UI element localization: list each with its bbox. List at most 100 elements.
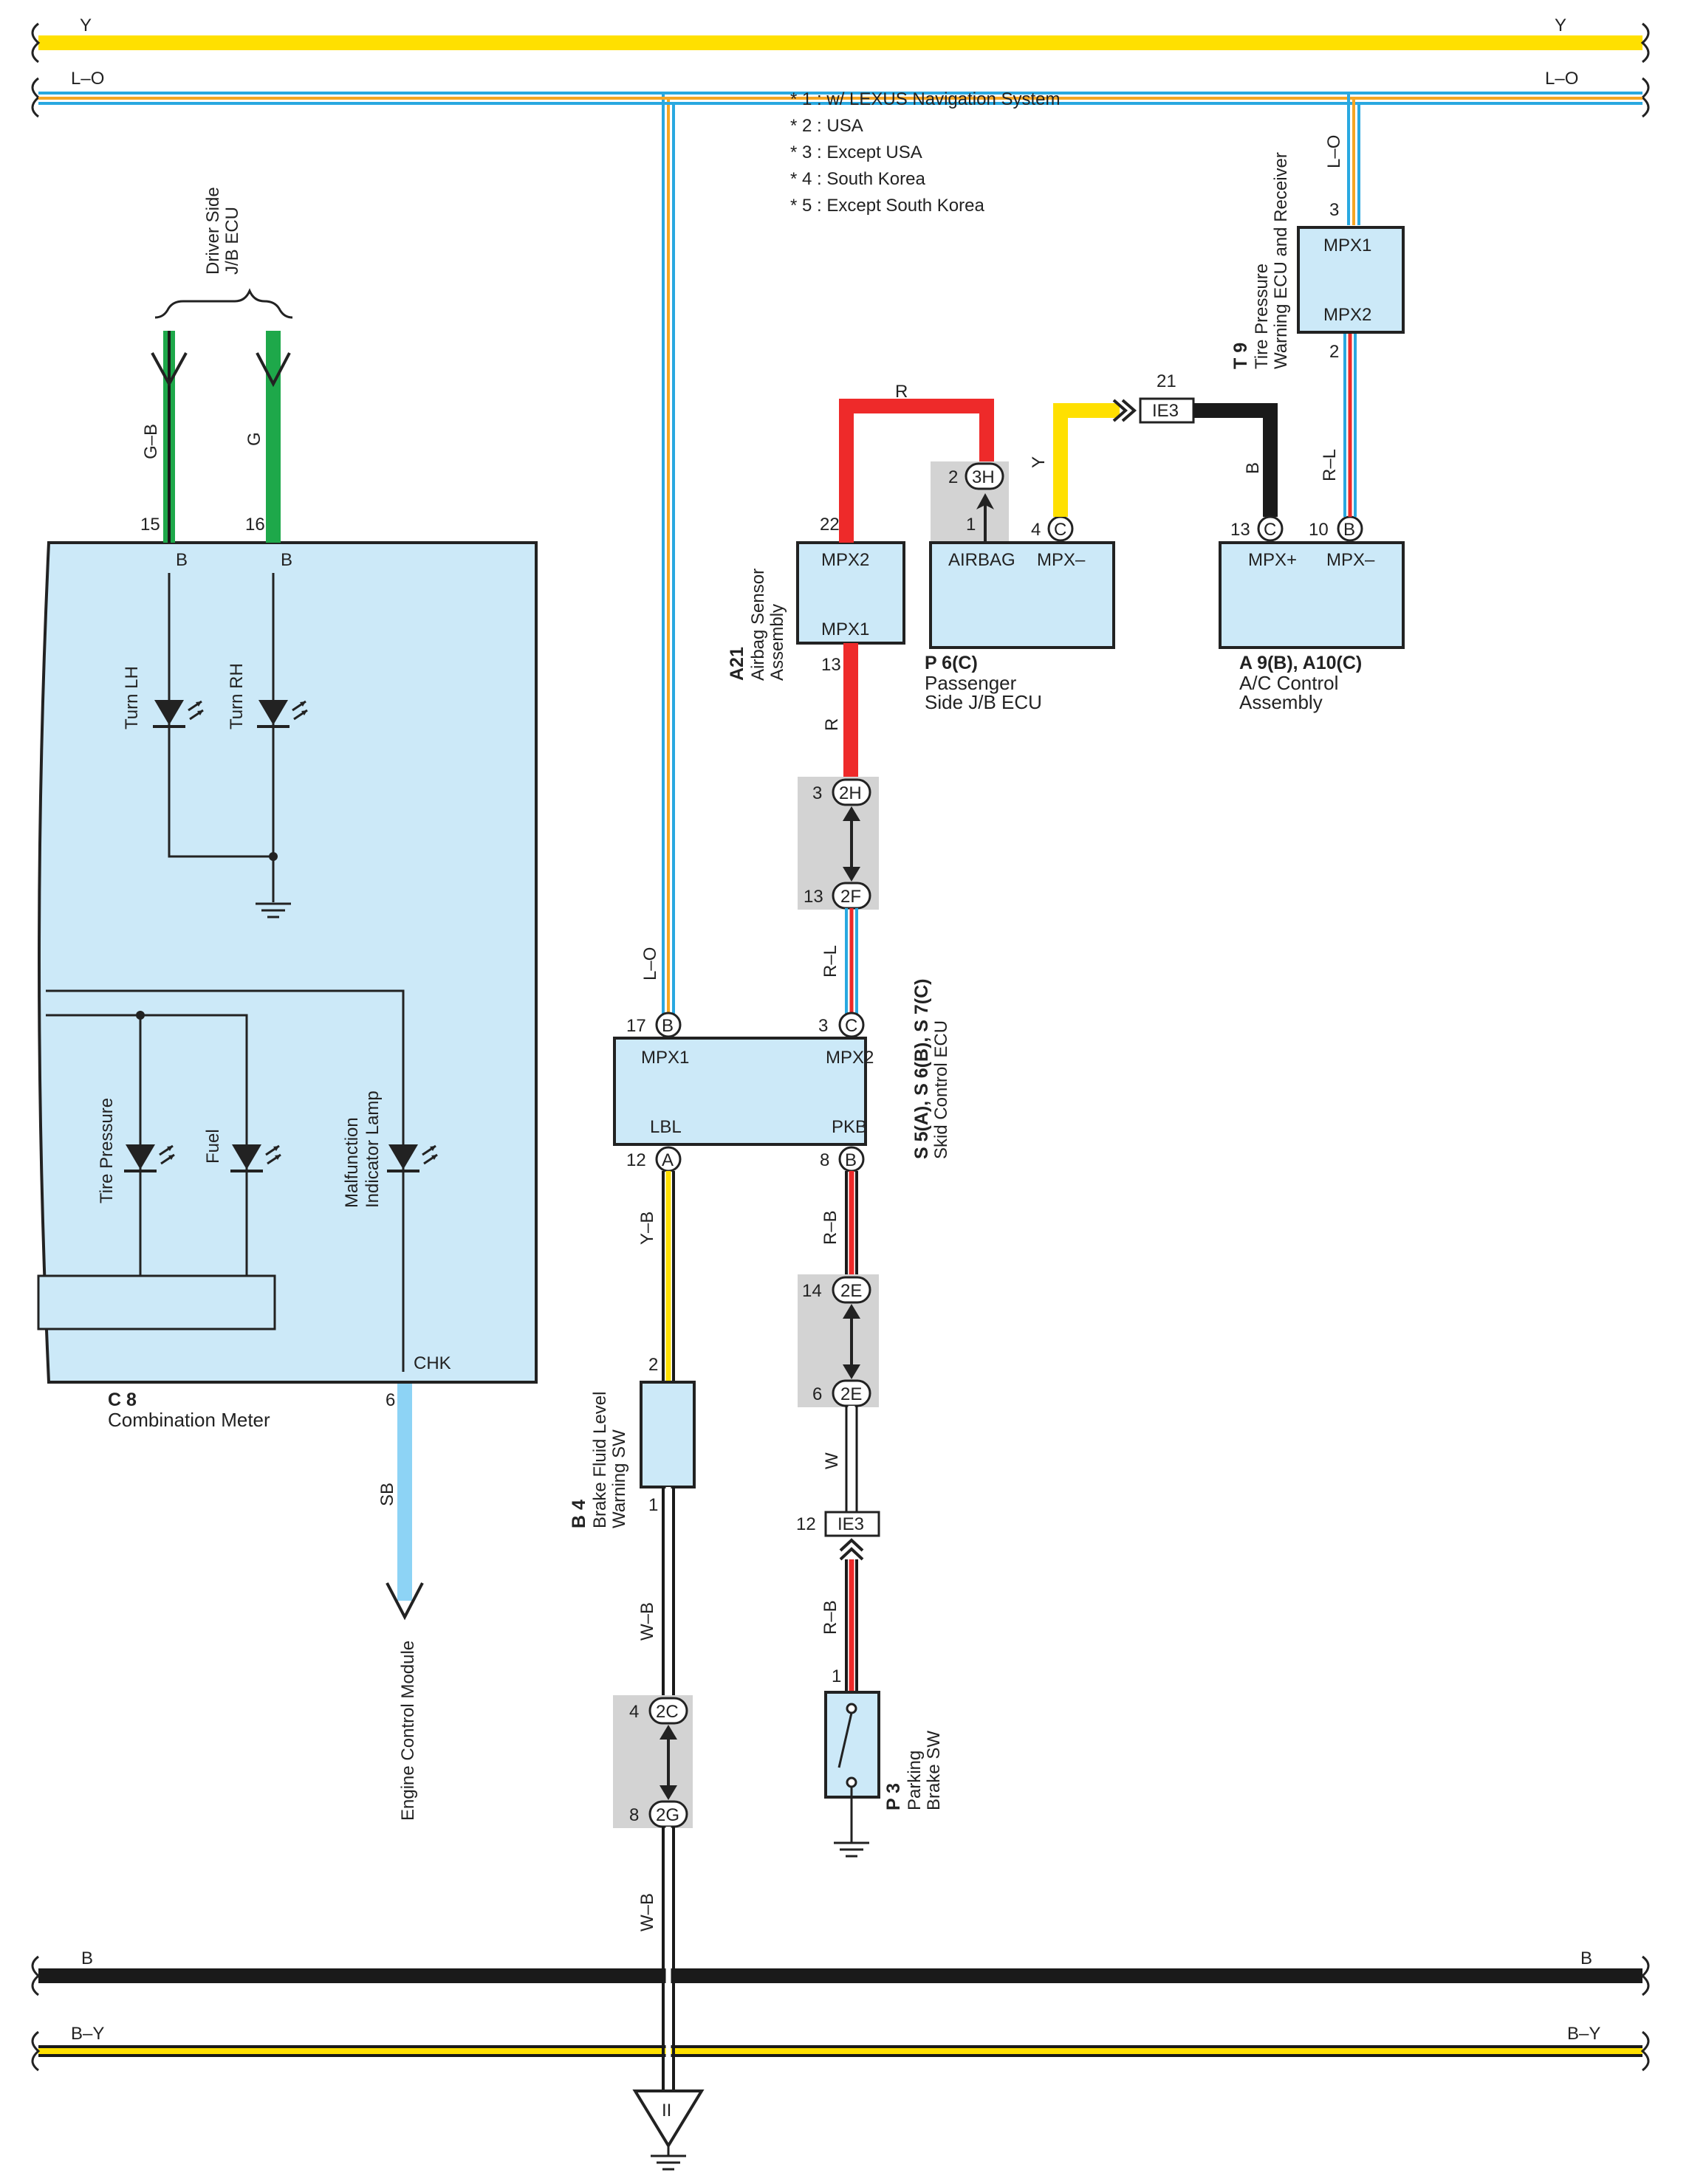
ac-name-2: Assembly [1239,691,1323,713]
conn-2c-label: 2C [656,1702,679,1722]
wire-wb-upper: W–B [637,1487,675,1698]
notes: * 1 : w/ LEXUS Navigation System * 2 : U… [790,89,1060,216]
ground-point-ii: II [632,2089,705,2171]
skid-pin-12: 12 [626,1150,646,1170]
conn-2h-label: 2H [839,783,862,803]
tire-ecu-name-2: Warning ECU and Receiver [1271,152,1291,369]
bus-b-label-right: B [1580,1948,1592,1968]
passenger-jb-pin-2: 2 [948,467,958,487]
skid-pin-17: 17 [626,1016,646,1036]
wire-r-top-label: R [895,382,908,402]
bus-b-label-left: B [81,1948,93,1968]
ground-icon [832,1841,871,1858]
airbag-mpx1: MPX1 [821,619,869,639]
combination-meter: Driver Side J/B ECU G–B G 15 16 B B Turn… [37,187,538,1431]
airbag-mpx2: MPX2 [821,550,869,570]
skid-code: S 5(A), S 6(B), S 7(C) [911,979,932,1159]
indicator-block [37,1274,276,1330]
wire-r-mid-label: R [822,718,842,731]
wire-lo-tire: L–O [1324,92,1642,225]
tire-ecu-code: T 9 [1230,343,1251,369]
ie3-bottom-connector: IE3 12 [796,1511,880,1561]
turn-rh-label: Turn RH [227,663,247,729]
connector-2e-2e: 2E 14 2E 6 [798,1274,879,1407]
tire-ecu-mpx1: MPX1 [1323,236,1371,255]
bus-by: B–Y B–Y [31,2024,1650,2072]
airbag-pin-22: 22 [820,515,840,535]
brake-fluid-name-2: Warning SW [609,1429,629,1528]
skid-conn-a: A [662,1150,674,1170]
wire-r-top: R [839,382,994,543]
wire-g-label: G [244,432,264,446]
parking-brake-sw: 1 P 3 Parking Brake SW [824,1666,944,1858]
wire-w: W [822,1406,858,1512]
passenger-jb-ecu: 3H 2 1 AIRBAG MPX– C 4 P 6(C) Passenger … [925,461,1115,713]
skid-lbl: LBL [650,1117,682,1137]
conn-2e-bot-pin: 6 [812,1384,822,1404]
wire-wb-upper-label: W–B [637,1602,657,1641]
wire-r-airbag: R [822,643,858,780]
ac-code: A 9(B), A10(C) [1239,653,1362,673]
conn-2e-top-pin: 14 [802,1281,822,1301]
airbag-name-2: Assembly [767,604,787,681]
passenger-jb-airbag: AIRBAG [948,550,1015,570]
wire-rl-skid-label: R–L [821,945,840,978]
parking-brake-code: P 3 [883,1783,904,1810]
ac-pin-10: 10 [1309,520,1329,540]
brake-fluid-code: B 4 [569,1500,589,1528]
wire-lo-skid: L–O [38,92,675,1026]
note-5: * 5 : Except South Korea [790,196,984,216]
bus-y-label-right: Y [1555,16,1566,35]
passenger-jb-pin-4: 4 [1031,520,1041,540]
ac-control-assembly: MPX+ MPX– C 13 B 10 A 9(B), A10(C) A/C C… [1219,515,1405,713]
connector-2h-2f: 2H 3 2F 13 [798,777,879,910]
pin-15: 15 [140,515,160,535]
brake-fluid-pin-1: 1 [648,1495,658,1515]
pin-16: 16 [245,515,265,535]
pin-letter-b2: B [281,550,292,570]
passenger-jb-pin-1: 1 [966,515,976,535]
conn-2f-pin: 13 [804,887,823,907]
wire-lo-label: L–O [640,947,660,981]
passenger-jb-mpx: MPX– [1037,550,1086,570]
driver-jb-label-1: Driver Side [203,187,223,275]
ie3-bottom-label: IE3 [837,1514,864,1534]
wire-rb-upper-label: R–B [821,1210,840,1245]
wire-b-label: B [1243,462,1263,474]
wire-rl-skid: R–L [821,908,858,1028]
wire-rl-ac-label: R–L [1320,449,1340,481]
parking-brake-pin-1: 1 [832,1666,841,1686]
bus-b: B B [31,1948,1650,1996]
pin-letter-b1: B [176,550,188,570]
bus-lo-label-right: L–O [1545,69,1578,89]
parking-brake-name-1: Parking [905,1751,925,1810]
ac-conn-c: C [1264,520,1276,540]
turn-lh-label: Turn LH [122,666,142,729]
brake-fluid-pin-2: 2 [648,1355,658,1375]
airbag-sensor: MPX2 MPX1 22 13 A21 Airbag Sensor Assemb… [727,515,905,681]
malfunction-label-2: Indicator Lamp [363,1091,383,1208]
wire-rb-upper: R–B [821,1171,858,1289]
skid-pkb: PKB [832,1117,867,1137]
skid-pin-8: 8 [820,1150,829,1170]
bus-y-label-left: Y [80,16,92,35]
note-1: * 1 : w/ LEXUS Navigation System [790,89,1060,109]
ac-conn-b: B [1343,520,1355,540]
skid-mpx2: MPX2 [826,1048,874,1068]
airbag-pin-13: 13 [821,655,841,675]
wire-sb: 6 SB Engine Control Module [377,1384,424,1821]
ac-mpxm: MPX– [1326,550,1375,570]
fuel-label: Fuel [203,1129,223,1164]
conn-2c-pin: 4 [629,1702,639,1722]
combination-meter-name: Combination Meter [108,1409,270,1431]
bus-by-label-left: B–Y [71,2024,104,2044]
wire-w-label: W [822,1452,842,1469]
tire-ecu-pin-3: 3 [1329,200,1339,220]
pin-letter-chk: CHK [414,1353,451,1373]
ie3-top-label: IE3 [1152,401,1179,421]
ie3-bottom-pin: 12 [796,1514,816,1534]
conn-2e-top-label: 2E [840,1281,862,1301]
tire-ecu-mpx2: MPX2 [1323,305,1371,325]
malfunction-label-1: Malfunction [342,1117,362,1208]
